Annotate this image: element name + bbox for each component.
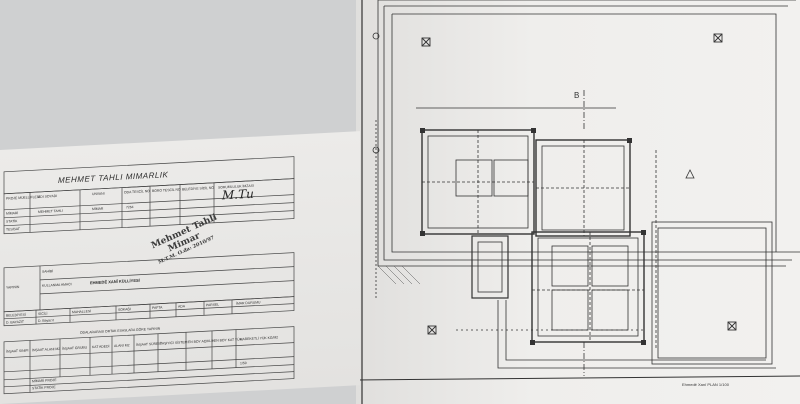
loc-street: SOKAĞI <box>118 307 132 312</box>
header-title: UNVANI <box>92 191 105 197</box>
area-header-4: ALANI M2 <box>114 343 130 349</box>
row-architecture: MİMARİ <box>6 211 19 216</box>
title-block-grid <box>3 156 295 395</box>
plan-caption: Ehmedê Xanî PLAN 1/100 <box>682 382 730 387</box>
scale-value: 1/50 <box>240 361 247 366</box>
signature-mark: M.Tu <box>222 186 254 203</box>
loc-parcel: PARSEL <box>206 302 220 308</box>
floor-plan-drawing: B Ehmedê Xanî PLAN 1/100 <box>356 0 800 404</box>
section-marker: B <box>574 91 579 100</box>
owner-label: SAHİBİ <box>42 269 54 274</box>
row-installation: TESİSAT <box>6 226 20 232</box>
plan-label: YAPININ <box>6 284 20 290</box>
row-structural: STATİK <box>6 219 18 224</box>
architect-title: MİMAR <box>92 206 104 212</box>
loc-value-registry: D. Bayazıt <box>38 318 54 324</box>
loc-sheet: PAFTA <box>152 305 163 311</box>
loc-registry: SİCİLİ <box>38 311 48 317</box>
title-block-sheet: MEHMET TAHLI MIMARLIK PROJE MÜELLİFLERİ … <box>0 131 360 404</box>
loc-block: ADA <box>178 304 185 309</box>
chamber-number: 7264 <box>126 205 134 210</box>
floor-plan-sheet: B Ehmedê Xanî PLAN 1/100 <box>356 0 800 404</box>
